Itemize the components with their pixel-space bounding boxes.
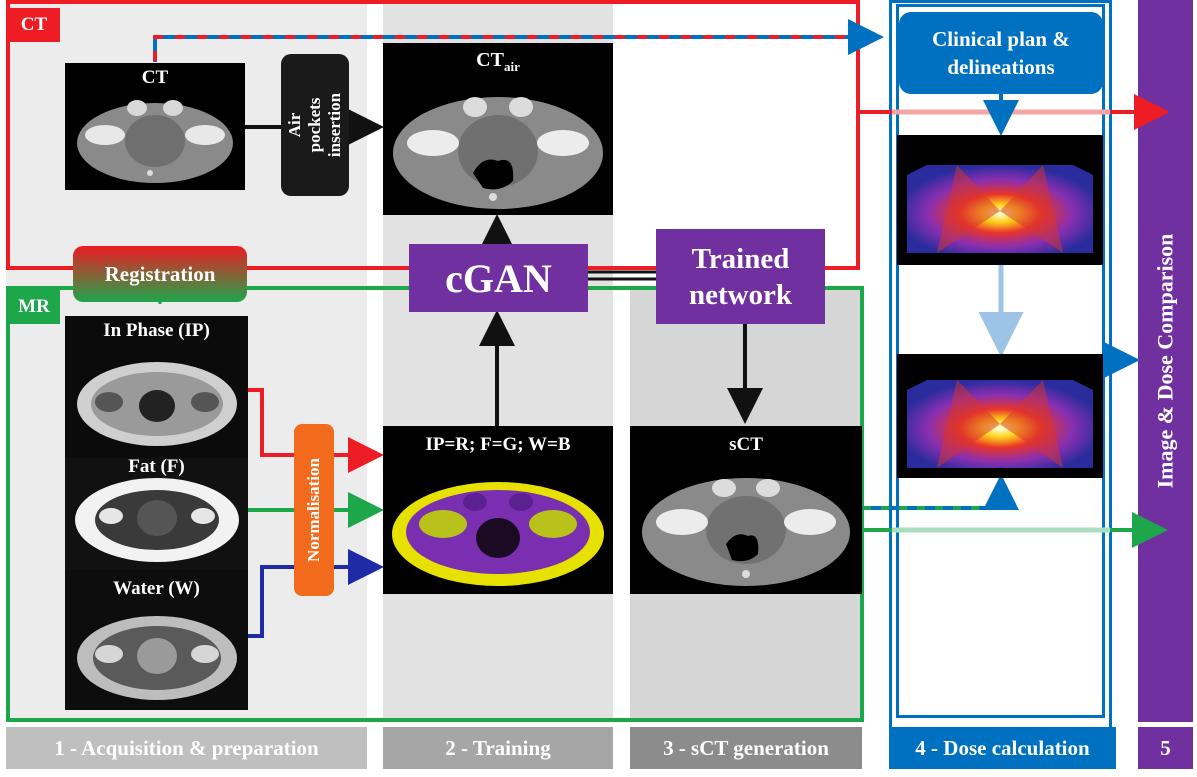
fat-title: Fat (F) [128,458,185,477]
ctair-image-title: CTair [383,49,613,75]
ctair-image: CTair [383,43,613,215]
stage-label-training: 2 - Training [383,727,613,769]
rgb-composite-image: IP=R; F=G; W=B [383,426,613,594]
in-phase-image: In Phase (IP) [65,316,248,458]
dose-map-ct-graphic [907,165,1093,253]
dose-map-sct-graphic [907,380,1093,468]
cgan-box: cGAN [409,244,588,312]
water-scan-graphic [77,616,237,700]
sct-to-dose2-dashed-green [862,478,1003,510]
sct-image: sCT [630,426,862,594]
normalisation-box: Normalisation [294,424,334,596]
dose-calculation-frame [889,0,1112,764]
sct-scan-graphic [642,478,850,586]
water-title: Water (W) [113,578,200,599]
mr-tag: MR [8,290,60,324]
dose-map-ct [897,135,1103,265]
sct-to-dose2-dashed-blue [862,474,1019,510]
registration-box: Registration [73,246,247,302]
ct-scan-graphic [77,100,233,183]
ct-image-title: CT [141,67,169,88]
trained-network-box: Trained network [656,229,825,324]
dose-map-sct [897,354,1103,478]
sct-title: sCT [729,434,763,455]
clinical-plan-box: Clinical plan & delineations [899,12,1103,94]
water-image: Water (W) [65,570,248,710]
fat-scan-graphic [75,478,239,562]
stage-label-sct-generation: 3 - sCT generation [630,727,862,769]
ct-to-plan-dashed-line-red [153,35,880,62]
in-phase-title: In Phase (IP) [103,320,210,341]
rgb-composite-graphic [392,482,604,586]
ctair-title-main: CT [476,49,504,71]
stage-label-5: 5 [1138,727,1193,769]
fat-image: Fat (F) [65,458,248,570]
ct-image: CT [65,63,245,190]
normalisation-label: Normalisation [304,458,324,562]
stage-label-acquisition: 1 - Acquisition & preparation [6,727,367,769]
rgb-mapping-title: IP=R; F=G; W=B [425,434,571,455]
in-phase-scan-graphic [77,362,237,446]
air-pockets-insertion-box: Air pockets insertion [281,54,349,196]
air-pockets-insertion-label: Air pockets insertion [285,92,344,158]
ctair-scan-graphic [393,97,603,209]
ct-tag: CT [8,8,60,42]
ctair-title-sub: air [503,59,520,74]
